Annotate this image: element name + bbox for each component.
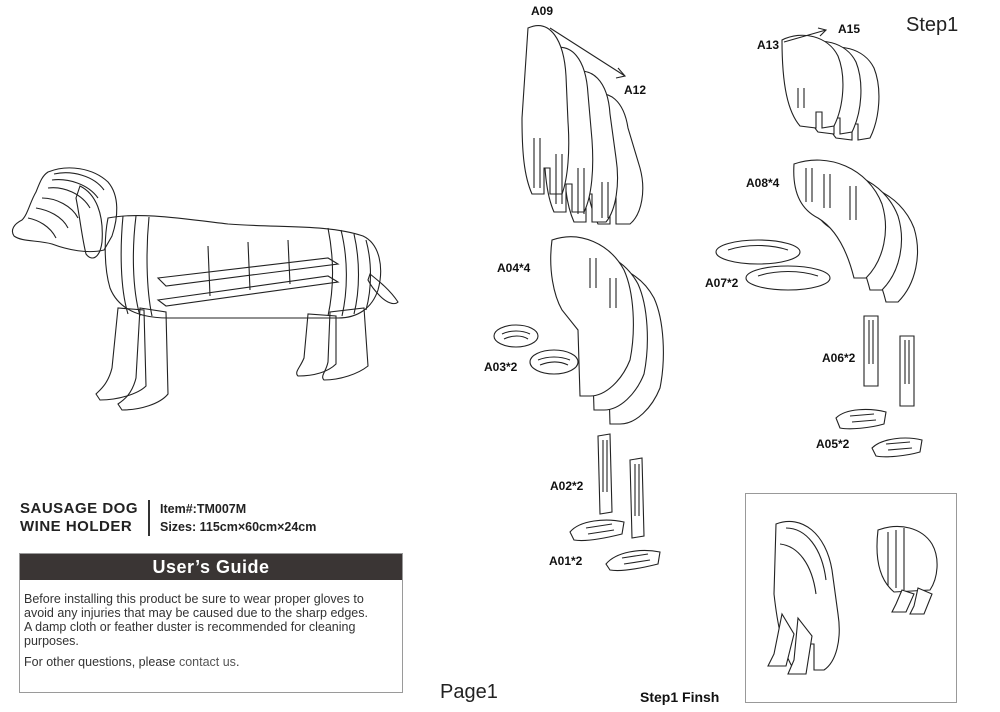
- part-label-a05: A05*2: [816, 437, 850, 451]
- part-label-a09: A09: [531, 4, 554, 18]
- part-label-a13: A13: [757, 38, 780, 52]
- users-guide-text: Before installing this product be sure t…: [24, 592, 396, 648]
- step1-finish-label: Step1 Finsh: [640, 689, 720, 705]
- parts-a09-a12-illustration: [520, 18, 660, 233]
- product-name-line1: SAUSAGE DOG: [20, 500, 139, 517]
- part-label-a02: A02*2: [550, 479, 584, 493]
- product-specs: Item#:TM007M Sizes: 115cm×60cm×24cm: [160, 500, 316, 536]
- page-number: Page1: [440, 681, 498, 703]
- part-label-a15: A15: [838, 22, 861, 36]
- users-guide-box: User’s Guide Before installing this prod…: [19, 553, 403, 693]
- contact-us-link[interactable]: contact us: [178, 655, 236, 669]
- step1-finish-box: [745, 493, 957, 703]
- part-label-a08: A08*4: [746, 176, 780, 190]
- guide-line-3: A damp cloth or feather duster is recomm…: [24, 620, 356, 634]
- contact-suffix: .: [235, 655, 240, 669]
- part-label-a12: A12: [624, 83, 647, 97]
- part-label-a07: A07*2: [705, 276, 739, 290]
- part-label-a04: A04*4: [497, 261, 531, 275]
- part-label-a06: A06*2: [822, 351, 856, 365]
- users-guide-title: User’s Guide: [20, 554, 402, 580]
- item-number: Item#:TM007M: [160, 502, 247, 516]
- step-title: Step1: [906, 14, 959, 36]
- parts-a02-illustration: [590, 432, 660, 540]
- parts-a04-illustration: [540, 228, 670, 428]
- guide-line-1: Before installing this product be sure t…: [24, 592, 364, 606]
- part-label-a03: A03*2: [484, 360, 518, 374]
- product-name: SAUSAGE DOG WINE HOLDER: [20, 500, 150, 536]
- product-sizes: Sizes: 115cm×60cm×24cm: [160, 520, 317, 534]
- guide-line-2: avoid any injuries that may be caused du…: [24, 606, 368, 620]
- parts-a13-a15-illustration: [778, 27, 882, 146]
- parts-a03-illustration: [492, 322, 584, 378]
- parts-a07-illustration: [712, 236, 834, 296]
- parts-a01-illustration: [566, 512, 666, 576]
- guide-contact-line: For other questions, please contact us.: [24, 655, 239, 669]
- parts-a05-illustration: [832, 404, 928, 460]
- product-name-line2: WINE HOLDER: [20, 518, 133, 535]
- part-label-a01: A01*2: [549, 554, 583, 568]
- contact-prefix: For other questions, please: [24, 655, 179, 669]
- parts-a06-illustration: [860, 314, 924, 410]
- parts-a08-illustration: [790, 158, 922, 308]
- assembled-dog-illustration: [8, 158, 403, 418]
- guide-line-4: purposes.: [24, 634, 79, 648]
